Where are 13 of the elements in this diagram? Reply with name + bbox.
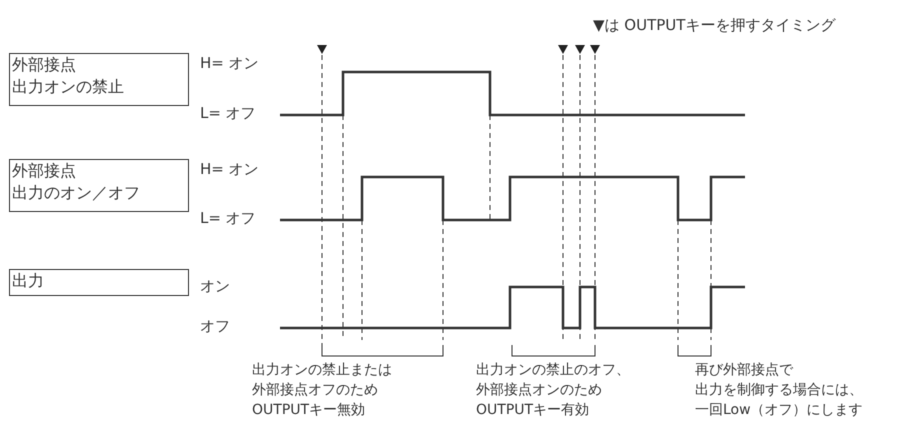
level-label: L= オフ	[200, 103, 256, 123]
annotation-text: 出力オンの禁止のオフ、外部接点オンのためOUTPUTキー有効	[476, 361, 630, 420]
signal-name-box: 出力	[9, 269, 189, 296]
annotation-text: 再び外部接点で出力を制御する場合には、一回Low（オフ）にします	[695, 361, 863, 420]
level-label: L= オフ	[200, 208, 256, 228]
legend-note: ▼は OUTPUTキーを押すタイミング	[593, 15, 836, 35]
annotation-text: 出力オンの禁止または外部接点オフのためOUTPUTキー無効	[252, 361, 392, 420]
level-label: オン	[200, 276, 230, 296]
signal-name-box: 外部接点出力オンの禁止	[9, 53, 189, 106]
level-label: H= オン	[200, 53, 259, 73]
signal-name-box: 外部接点出力のオン／オフ	[9, 159, 189, 212]
level-label: オフ	[200, 316, 230, 336]
level-label: H= オン	[200, 159, 259, 179]
